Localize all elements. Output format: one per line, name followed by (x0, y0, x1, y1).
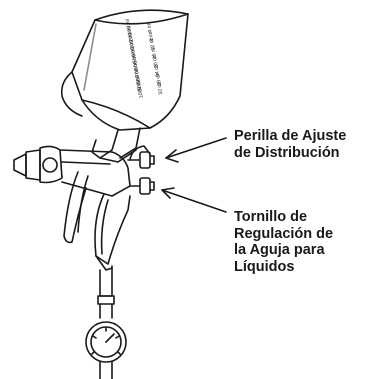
scale-label-oz: 32 oz (156, 81, 164, 95)
scale-label-oz: 24 oz (153, 63, 161, 77)
scale-label-ml: 500 ml (130, 47, 139, 63)
cup-connector (91, 127, 141, 163)
scale-label-ml: 700 ml (132, 61, 141, 77)
scale-label-ml: 200 ml (126, 25, 135, 41)
callout-line: de Distribución (234, 144, 340, 161)
callout-line: la Aguja para (234, 242, 325, 258)
scale-label-ml: 1000 ml (136, 79, 145, 98)
scale-label-ml: 900 ml (135, 75, 144, 91)
scale-label-oz: 12 oz (148, 37, 156, 51)
scale-label-oz: 28 oz (155, 72, 163, 86)
gun-body (13, 145, 155, 305)
scale-label-oz: 20 oz (152, 55, 160, 69)
scale-label-ml: 600 ml (131, 54, 140, 70)
arrow-needle-screw (161, 187, 227, 213)
scale-label-oz: 16 oz (150, 46, 158, 60)
scale-label-ml: 300 ml (127, 33, 136, 49)
scale-label-oz: 4 oz (146, 22, 154, 33)
callout-needle-screw: Tornillo de Regulación de la Aguja para … (234, 209, 374, 275)
arrow-distribution-knob (165, 137, 227, 163)
scale-label-ml: 400 ml (129, 40, 138, 56)
callout-line: Regulación de (234, 225, 334, 242)
callout-line: Líquidos (234, 258, 295, 275)
scale-label-ml: 800 ml (134, 68, 143, 84)
paint-cup (60, 9, 189, 131)
callout-distribution-knob: Perilla de Ajuste de Distribución (234, 128, 374, 161)
callout-line: Tornillo de (234, 209, 308, 225)
scale-label-ml: 100 ml (125, 18, 134, 34)
callout-line: Perilla de Ajuste (234, 128, 347, 144)
scale-label-oz: 8 oz (147, 31, 155, 42)
pressure-gauge (85, 303, 127, 379)
